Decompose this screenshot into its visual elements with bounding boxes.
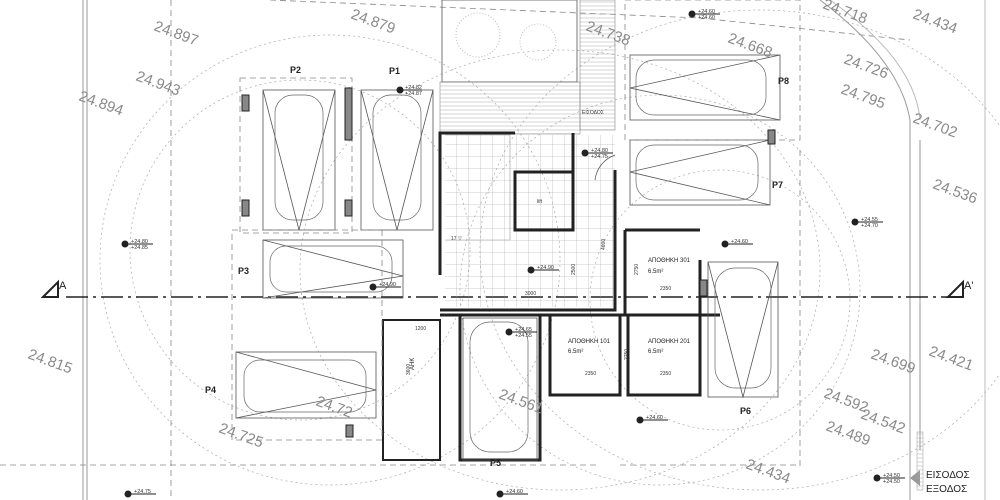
svg-text:24.421: 24.421 [927,343,976,375]
svg-text:24.943: 24.943 [134,68,183,100]
svg-text:24.795: 24.795 [839,81,888,113]
parking-label-p6: P6 [740,406,751,416]
svg-text:24.536: 24.536 [931,176,980,208]
svg-text:24.561: 24.561 [497,386,546,418]
svg-text:+24.87: +24.87 [405,91,422,97]
svg-text:ΑΠΟΘΗΚΗ 301: ΑΠΟΘΗΚΗ 301 [648,258,691,264]
section-marker-left: A [59,280,67,292]
spot-level: +24.60 [636,415,668,424]
parking-label-p4: P4 [205,385,216,395]
spot-level: +24.82+24.87 [396,85,422,97]
building-core: 17 ▽ lift ΕΙΣΟΔΟΣ ΑΗΚ [382,110,720,462]
dimensions: 3000 2500 4600 2750 2350 2750 2350 2350 … [406,239,671,377]
svg-text:+24.60: +24.60 [698,9,715,15]
section-marker-right: A' [964,280,973,292]
lift-label: lift [537,199,543,205]
spot-level: +24.60 [496,489,528,498]
parking-label-p2: P2 [290,65,301,75]
spot-level: +24.55+24.70 [851,217,883,229]
svg-text:24.897: 24.897 [152,18,201,50]
svg-text:24.815: 24.815 [26,346,75,378]
spot-level: +24.65+24.55 [505,327,537,339]
svg-text:ΑΠΟΘΗΚΗ 101: ΑΠΟΘΗΚΗ 101 [568,339,611,345]
exit-label: ΕΞΟΔΟΣ [926,484,967,495]
svg-text:6.5m²: 6.5m² [648,269,663,275]
svg-text:24.702: 24.702 [911,110,960,142]
stair-label: 17 ▽ [451,236,462,242]
svg-text:2350: 2350 [660,371,671,377]
svg-text:2750: 2750 [624,349,630,360]
spot-level: +24.90 [369,282,401,291]
svg-text:6.5m²: 6.5m² [648,349,663,355]
svg-text:+24.60: +24.60 [731,239,748,245]
svg-text:3000: 3000 [525,291,536,297]
entrance-label: ΕΙΣΟΔΟΣ [926,470,970,481]
svg-text:+24.60: +24.60 [646,415,663,421]
svg-text:+24.65: +24.65 [515,327,532,333]
svg-text:24.434: 24.434 [744,456,793,488]
svg-text:+24.60: +24.60 [698,15,715,21]
entrance-small-label: ΕΙΣΟΔΟΣ [582,110,604,116]
svg-text:24.718: 24.718 [821,0,870,27]
svg-text:+24.80: +24.80 [131,239,148,245]
spot-level: +24.80+24.85 [121,239,153,251]
parking-label-p3: P3 [238,266,249,276]
spot-level: +24.80+24.75 [581,148,613,160]
spot-level: +24.60+24.60 [688,9,720,21]
anh-label: ΑΗΚ [410,358,416,370]
svg-text:2750: 2750 [634,264,640,275]
parking-label-p5: P5 [490,458,501,468]
svg-text:+24.60: +24.60 [506,489,523,495]
svg-text:+24.70: +24.70 [861,223,878,229]
svg-text:24.894: 24.894 [77,88,126,120]
storage-201: ΑΠΟΘΗΚΗ 201 6.5m² [648,339,691,355]
svg-text:24.668: 24.668 [726,30,775,62]
spot-level: +24.50+24.50 [873,473,905,485]
svg-text:2500: 2500 [571,264,577,275]
svg-text:+24.82: +24.82 [405,85,422,91]
svg-text:+24.55: +24.55 [515,333,532,339]
svg-text:+24.75: +24.75 [134,489,151,495]
svg-text:24.879: 24.879 [349,6,398,38]
svg-text:6.5m²: 6.5m² [568,349,583,355]
svg-text:+24.80: +24.80 [591,148,608,154]
parking-label-p1: P1 [389,66,400,76]
svg-text:24.434: 24.434 [911,6,960,38]
spot-levels: +24.82+24.87 +24.80+24.85 +24.90 +24.80+… [121,9,905,498]
svg-text:1200: 1200 [415,326,426,332]
svg-text:+24.50: +24.50 [883,473,900,479]
storage-301: ΑΠΟΘΗΚΗ 301 6.5m² [648,258,691,275]
svg-text:2350: 2350 [585,371,596,377]
svg-text:+24.85: +24.85 [131,245,148,251]
svg-text:+24.50: +24.50 [883,479,900,485]
svg-text:ΑΠΟΘΗΚΗ 201: ΑΠΟΘΗΚΗ 201 [648,339,691,345]
entrance-exit-marker: ΕΙΣΟΔΟΣ ΕΞΟΔΟΣ [910,431,970,495]
svg-text:24.72: 24.72 [314,393,355,422]
spot-level: +24.75 [124,489,156,498]
svg-text:24.725: 24.725 [217,420,266,452]
spot-level: +24.60 [721,239,753,248]
ramp-hatch [439,0,616,135]
parking-labels: P1 P2 P3 P4 P5 P6 P7 P8 [205,65,789,468]
parking-label-p8: P8 [778,76,789,86]
svg-text:+24.75: +24.75 [591,154,608,160]
spot-level: +24.90 [527,265,559,274]
svg-text:+24.90: +24.90 [379,282,396,288]
svg-text:2350: 2350 [660,286,671,292]
parking-label-p7: P7 [772,180,783,190]
section-line-a: A A' [40,279,973,298]
svg-text:3600: 3600 [406,364,412,375]
storage-101: ΑΠΟΘΗΚΗ 101 6.5m² [568,339,611,355]
svg-text:24.726: 24.726 [842,51,891,83]
svg-text:+24.90: +24.90 [537,265,554,271]
svg-text:+24.55: +24.55 [861,217,878,223]
parking-bays [231,0,801,461]
svg-text:4600: 4600 [601,239,607,250]
garden-planter [441,0,578,83]
